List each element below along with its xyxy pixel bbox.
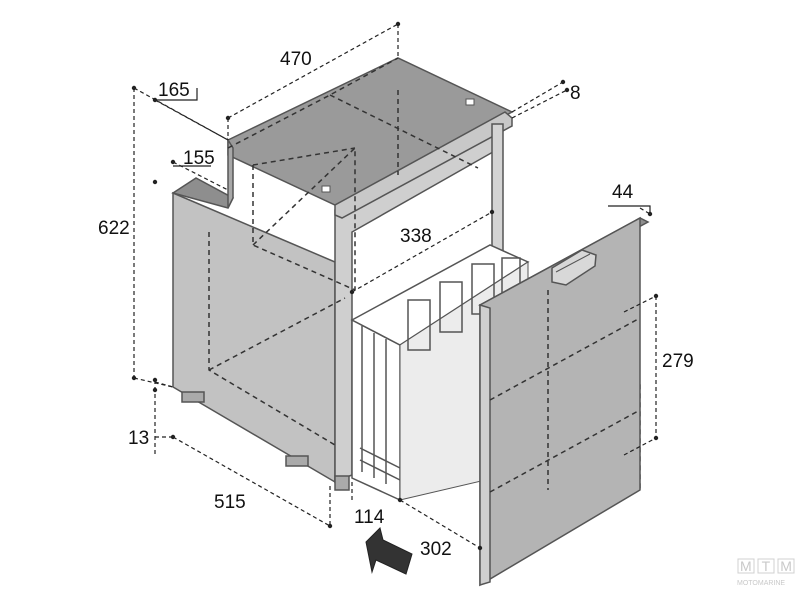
basket-side (351, 318, 401, 502)
dim-label-155: 155 (183, 148, 215, 169)
cabinet-body (171, 57, 514, 491)
dim-label-279: 279 (662, 351, 694, 372)
door-hidden-lines (489, 290, 641, 493)
watermark-logo: MTM (740, 558, 800, 574)
cabinet-foot (334, 475, 350, 491)
cabinet-left-side (172, 191, 336, 484)
top-corner-marker (321, 185, 331, 193)
dim-label-515: 515 (214, 492, 246, 513)
cabinet-foot (181, 391, 205, 403)
dim-label-114: 114 (354, 507, 385, 528)
dim-label-622: 622 (98, 218, 130, 239)
basket-wire-bars (359, 257, 521, 484)
cabinet-step-face (227, 137, 234, 209)
label-brackets (155, 88, 651, 214)
motomarine-watermark: MTM MOTOMARINE (737, 558, 800, 587)
cabinet-top-trim (334, 111, 513, 219)
top-corner-marker (465, 98, 475, 106)
dim-label-13: 13 (128, 428, 149, 449)
dimension-labels: 470 165 155 622 8 338 44 279 13 515 114 … (98, 49, 694, 560)
pull-direction-arrow (365, 527, 413, 575)
dim-label-165: 165 (158, 80, 190, 101)
door-handle-line (555, 253, 591, 273)
drawer-door (478, 216, 650, 587)
dim-label-8: 8 (570, 83, 581, 104)
door-edge (479, 303, 491, 587)
dimension-lines (133, 23, 657, 549)
door-handle (551, 249, 597, 286)
dim-label-44: 44 (612, 182, 634, 203)
dim-label-302: 302 (420, 539, 452, 560)
dim-label-338: 338 (400, 226, 432, 247)
cabinet-foot (285, 455, 309, 467)
watermark-caption: MOTOMARINE (737, 580, 785, 587)
dim-label-470: 470 (280, 49, 312, 70)
